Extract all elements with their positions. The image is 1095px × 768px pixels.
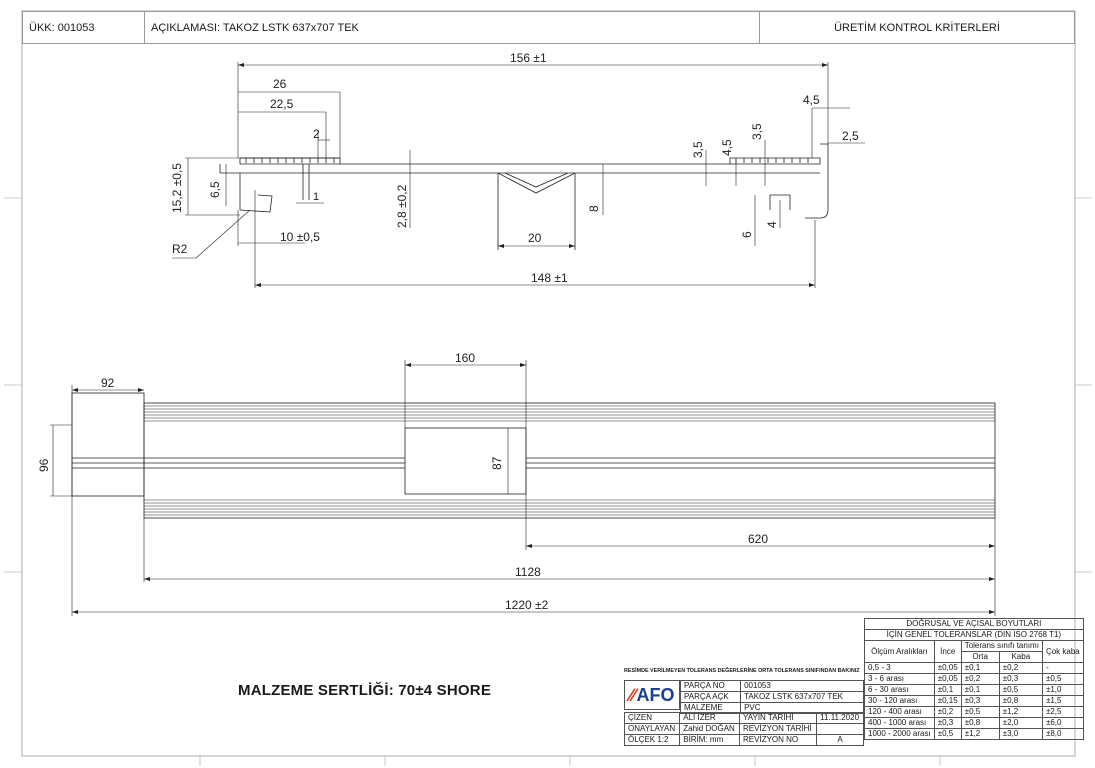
dim-10: 10 ±0,5 bbox=[280, 230, 320, 244]
col-range: Ölçüm Aralıkları bbox=[864, 640, 935, 663]
company-logo: ∕∕AFO bbox=[624, 680, 680, 710]
rev-date-label: REVİZYON TARİHİ bbox=[739, 723, 818, 735]
table-row: 30 - 120 arası±0,15±0,3±0,8±1,5 bbox=[864, 695, 1084, 707]
dim-22-5: 22,5 bbox=[270, 97, 294, 111]
dim-160: 160 bbox=[455, 351, 475, 365]
dim-1: 1 bbox=[313, 191, 319, 203]
border-ticks bbox=[4, 197, 1092, 766]
dim-92: 92 bbox=[101, 376, 115, 390]
dimension-arrowheads bbox=[72, 63, 995, 614]
ukk-code: ÜKK: 001053 bbox=[22, 11, 145, 44]
dim-1220: 1220 ±2 bbox=[505, 598, 549, 612]
col-coarse: Kaba bbox=[998, 651, 1043, 663]
scale: 1:2 bbox=[657, 735, 669, 744]
table-row: 120 - 400 arası±0,2±0,5±1,2±2,5 bbox=[864, 706, 1084, 718]
dim-r2: R2 bbox=[172, 242, 188, 256]
plan-grooves-bottom bbox=[144, 499, 995, 516]
rev-no: A bbox=[816, 734, 864, 746]
tolerance-table: DOĞRUSAL VE AÇISAL BOYUTLARI İÇİN GENEL … bbox=[864, 618, 1084, 740]
drawn-label: ÇİZEN bbox=[623, 712, 681, 724]
dim-6: 6 bbox=[740, 231, 754, 238]
dim-3-5-a: 3,5 bbox=[691, 141, 705, 158]
pub-date-label: YAYIN TARİHİ bbox=[739, 712, 818, 724]
dim-15-2: 15,2 ±0,5 bbox=[170, 163, 184, 213]
rev-no-label: REVİZYON NO bbox=[739, 734, 818, 746]
material-hardness: MALZEME SERTLİĞİ: 70±4 SHORE bbox=[238, 682, 492, 699]
unit: mm bbox=[709, 735, 724, 744]
plan-grooves-top bbox=[144, 405, 995, 422]
dim-4: 4 bbox=[765, 221, 779, 228]
dim-96: 96 bbox=[37, 458, 51, 472]
table-row: 6 - 30 arası±0,1±0,1±0,5±1,0 bbox=[864, 684, 1084, 696]
plan-view bbox=[71, 392, 996, 519]
plan-labels: 92 96 160 87 620 1128 1220 ±2 bbox=[37, 351, 768, 612]
part-desc: TAKOZ LSTK 637x707 TEK bbox=[740, 691, 864, 703]
col-fine: İnce bbox=[933, 640, 962, 663]
dim-8: 8 bbox=[587, 205, 601, 212]
dim-620: 620 bbox=[748, 532, 768, 546]
dim-2-8: 2,8 ±0,2 bbox=[395, 184, 409, 228]
profile-section bbox=[219, 143, 829, 250]
sheet-border bbox=[21, 10, 1076, 757]
drawn-by: ALİ İZER bbox=[679, 712, 741, 724]
approval-table: ÇİZEN ALİ İZER YAYIN TARİHİ 11.11.2020 O… bbox=[623, 712, 864, 746]
table-row: 1000 - 2000 arası±0,5±1,2±3,0±8,0 bbox=[864, 728, 1084, 740]
dim-4-5-top: 4,5 bbox=[803, 93, 820, 107]
dim-3-5-b: 3,5 bbox=[750, 123, 764, 140]
dim-1128: 1128 bbox=[515, 565, 541, 579]
dim-4-5-b: 4,5 bbox=[720, 139, 734, 156]
approved-label: ONAYLAYAN bbox=[623, 723, 681, 735]
table-row: 400 - 1000 arası±0,3±0,8±2,0±6,0 bbox=[864, 717, 1084, 729]
pub-date: 11.11.2020 bbox=[816, 712, 864, 724]
tolerance-title-2: İÇİN GENEL TOLERANSLAR (DIN ISO 2768 T1) bbox=[864, 629, 1084, 641]
rev-date bbox=[816, 723, 864, 735]
profile-dimension-lines bbox=[172, 62, 865, 288]
dim-26: 26 bbox=[273, 77, 287, 91]
dim-148: 148 ±1 bbox=[531, 271, 568, 285]
dim-87: 87 bbox=[490, 456, 504, 470]
col-very-coarse: Çok kaba bbox=[1041, 640, 1084, 663]
col-medium: Orta bbox=[960, 651, 1000, 663]
profile-labels: 156 ±1 26 22,5 2 1 15,2 ±0,5 6,5 R2 10 ±… bbox=[170, 51, 859, 285]
plan-dimension-lines bbox=[50, 360, 996, 616]
part-no-label: PARÇA NO bbox=[679, 680, 742, 692]
tolerance-title-1: DOĞRUSAL VE AÇISAL BOYUTLARI bbox=[864, 618, 1084, 630]
scale-cell: ÖLÇEK 1:2 bbox=[623, 734, 681, 746]
part-no: 001053 bbox=[740, 680, 864, 692]
dim-overall-width: 156 ±1 bbox=[510, 51, 547, 65]
unit-cell: BİRİM: mm bbox=[679, 734, 741, 746]
dim-6-5: 6,5 bbox=[208, 181, 222, 198]
approved-by: Zahid DOĞAN bbox=[679, 723, 741, 735]
table-row: 3 - 6 arası±0,05±0,2±0,3±0,5 bbox=[864, 673, 1084, 685]
logo-mark-icon: ∕∕ bbox=[629, 684, 636, 705]
dim-20: 20 bbox=[528, 231, 542, 245]
table-row: 0,5 - 3±0,05±0,1±0,2- bbox=[864, 662, 1084, 674]
dim-2: 2 bbox=[313, 127, 320, 141]
part-desc-label: PARÇA AÇK bbox=[679, 691, 742, 703]
tolerance-note: RESİMDE VERİLMEYEN TOLERANS DEĞERLERİNE … bbox=[624, 668, 860, 674]
col-class: Tolerans sınıfı tanımı bbox=[960, 640, 1043, 652]
dim-2-5: 2,5 bbox=[842, 129, 859, 143]
part-description: AÇIKLAMASI: TAKOZ LSTK 637x707 TEK bbox=[144, 11, 760, 44]
production-criteria: ÜRETİM KONTROL KRİTERLERİ bbox=[759, 11, 1075, 44]
